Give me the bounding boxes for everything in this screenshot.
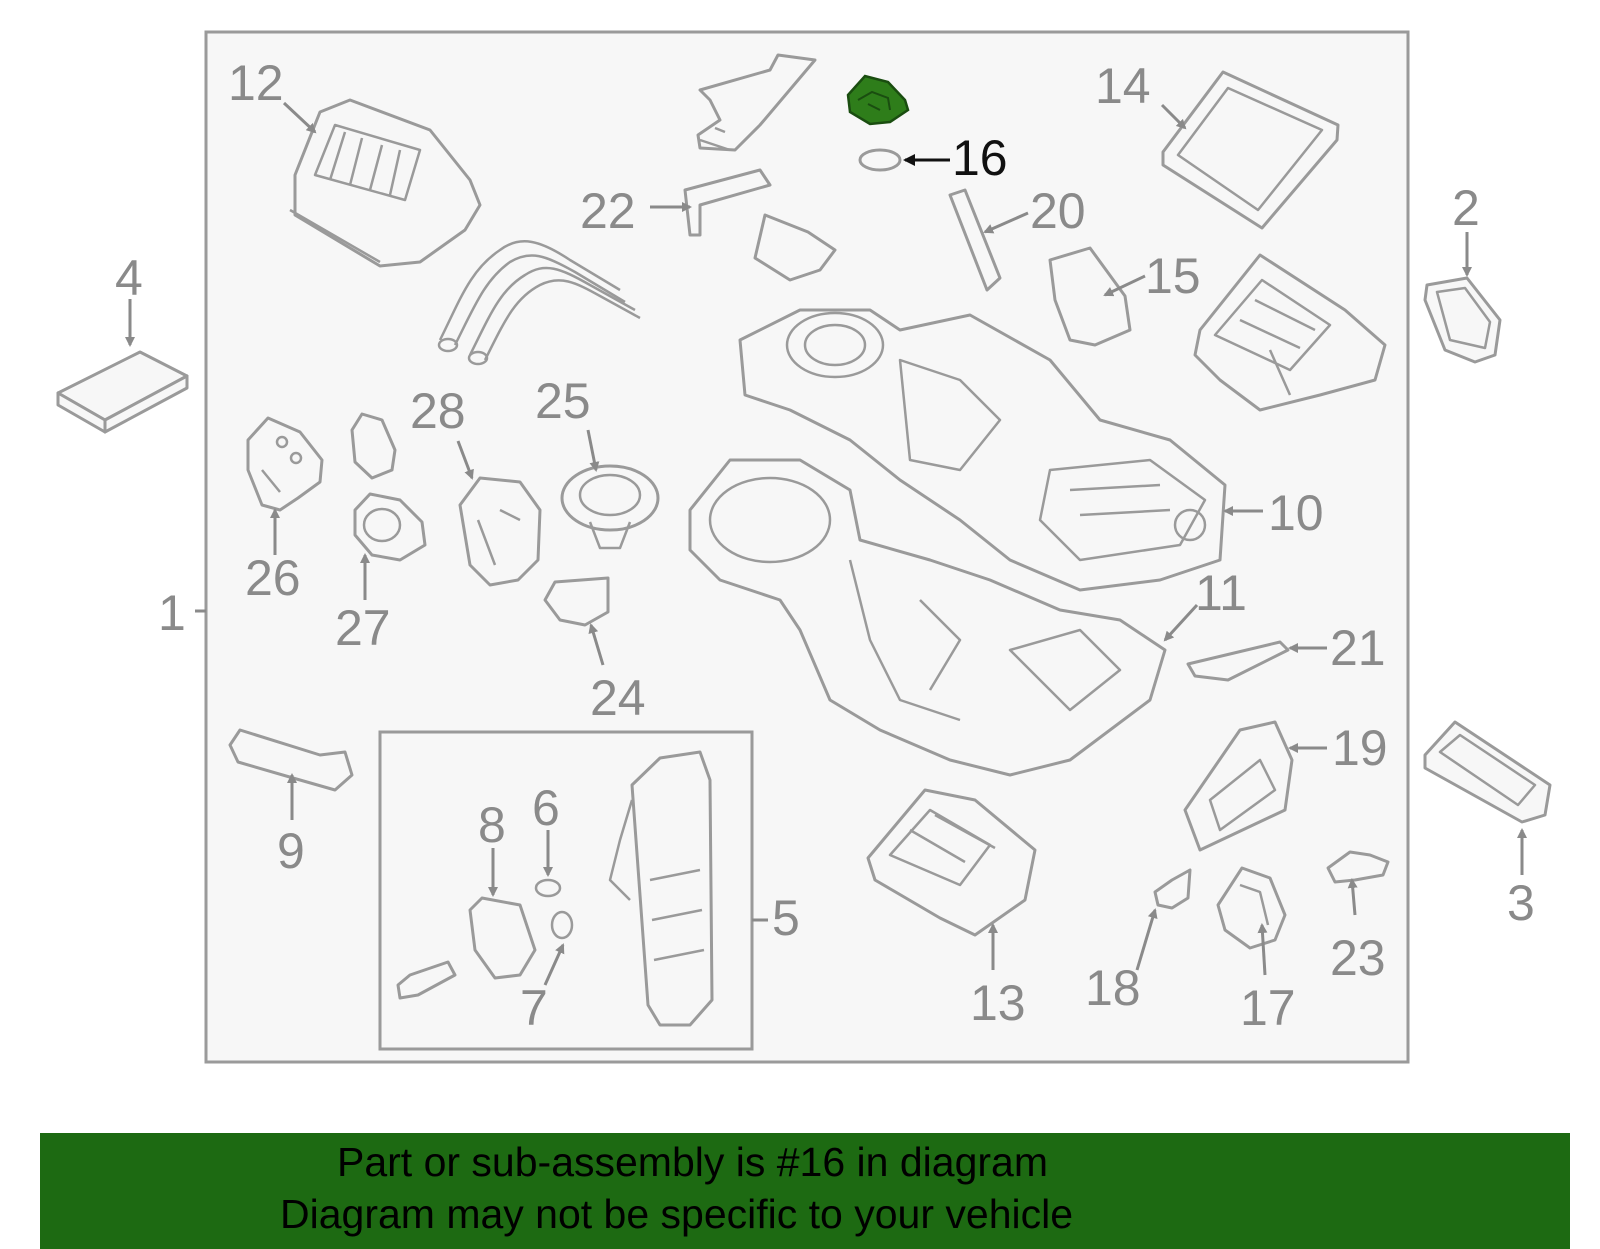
callout-16-highlighted: 16: [952, 130, 1008, 186]
callout-20: 20: [1030, 183, 1086, 239]
callout-10: 10: [1268, 485, 1324, 541]
part-3-duct-seal: [1423, 720, 1552, 824]
callout-7: 7: [520, 980, 548, 1036]
callout-21: 21: [1330, 620, 1386, 676]
callout-14: 14: [1095, 58, 1151, 114]
callout-25: 25: [535, 373, 591, 429]
part-28-actuator: [458, 476, 542, 587]
leader-lines: [125, 101, 1527, 986]
banner-line-disclaimer: Diagram may not be specific to your vehi…: [280, 1191, 1074, 1237]
part-subassembly-clip: [396, 960, 457, 1000]
part-8-valve: [468, 896, 537, 980]
part-5-evaporator: [608, 750, 714, 1027]
callout-27: 27: [335, 600, 391, 656]
callout-12: 12: [228, 55, 284, 111]
banner-line-part-number: Part or sub-assembly is #16 in diagram: [337, 1139, 1048, 1185]
callout-9: 9: [277, 823, 305, 879]
callout-8: 8: [478, 797, 506, 853]
part-18-clip: [1153, 868, 1192, 910]
part-27-motor: [353, 492, 427, 562]
part-9-duct: [228, 728, 354, 792]
part-2-duct-seal: [1423, 276, 1502, 364]
part-17-actuator: [1216, 866, 1287, 950]
part-16-actuator-highlighted: [846, 74, 910, 172]
part-26-bracket: [246, 416, 324, 512]
part-13-housing: [866, 788, 1037, 937]
part-23-bracket: [1326, 850, 1390, 884]
callout-17: 17: [1240, 980, 1296, 1036]
callout-3: 3: [1507, 875, 1535, 931]
part-20-seal-strip: [948, 188, 1002, 292]
callout-2: 2: [1452, 180, 1480, 236]
callout-5: 5: [772, 890, 800, 946]
callout-6: 6: [532, 780, 560, 836]
part-6-o-ring: [534, 878, 562, 898]
part-11-lower-housing: [688, 458, 1167, 777]
part-small-actuator: [350, 412, 397, 480]
callout-4: 4: [115, 250, 143, 306]
part-25-blower-motor: [560, 464, 660, 550]
part-16-o-ring: [858, 148, 902, 172]
part-4-cabin-filter: [56, 350, 189, 434]
part-15-module: [1048, 246, 1132, 347]
part-heater-pipes: [437, 240, 641, 366]
callout-labels: 1 2 3 4 5 6 7 8 9 10 11 12 13 14 15 16 1…: [115, 55, 1535, 1036]
part-21-strip: [1186, 640, 1290, 682]
part-14-gasket: [1161, 70, 1340, 230]
part-22-bracket: [683, 53, 837, 282]
part-24-seal: [543, 576, 610, 627]
callout-23: 23: [1330, 930, 1386, 986]
callout-1: 1: [158, 585, 186, 641]
part-outlet-housing: [1193, 253, 1387, 412]
part-19-door: [1183, 720, 1294, 852]
callout-28: 28: [410, 383, 466, 439]
callout-11: 11: [1195, 565, 1247, 621]
part-10-upper-housing: [738, 308, 1227, 592]
callout-18: 18: [1085, 960, 1141, 1016]
callout-26: 26: [245, 550, 301, 606]
part-12-heater-core: [289, 98, 482, 268]
callout-15: 15: [1145, 248, 1201, 304]
callout-19: 19: [1332, 720, 1388, 776]
part-7-o-ring: [550, 910, 574, 940]
info-banner: Part or sub-assembly is #16 in diagram D…: [40, 1133, 1570, 1249]
callout-22: 22: [580, 183, 636, 239]
callout-24: 24: [590, 670, 646, 726]
callout-13: 13: [970, 975, 1026, 1031]
